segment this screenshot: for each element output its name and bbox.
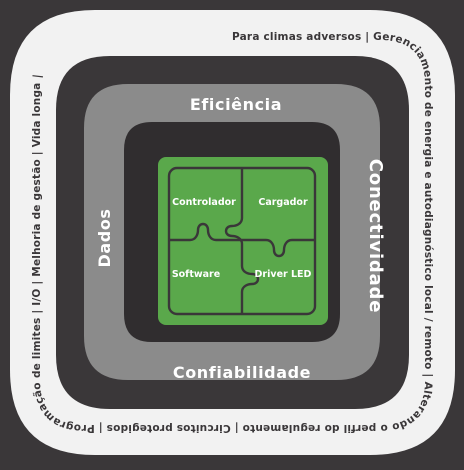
puzzle-label-driver-led: Driver LED: [255, 269, 312, 280]
label-confiabilidade: Confiabilidade: [173, 363, 311, 382]
puzzle-vertical-seam: [224, 168, 260, 314]
label-dados: Dados: [95, 208, 114, 267]
puzzle-label-controlador: Controlador: [172, 197, 236, 208]
puzzle-outline: [167, 166, 317, 316]
puzzle-label-software: Software: [172, 269, 220, 280]
puzzle-horizontal-seam: [169, 222, 315, 258]
puzzle-label-cargador: Cargador: [258, 197, 308, 208]
label-eficiencia: Eficiência: [190, 95, 282, 114]
label-conectividade: Conectividade: [365, 159, 386, 313]
